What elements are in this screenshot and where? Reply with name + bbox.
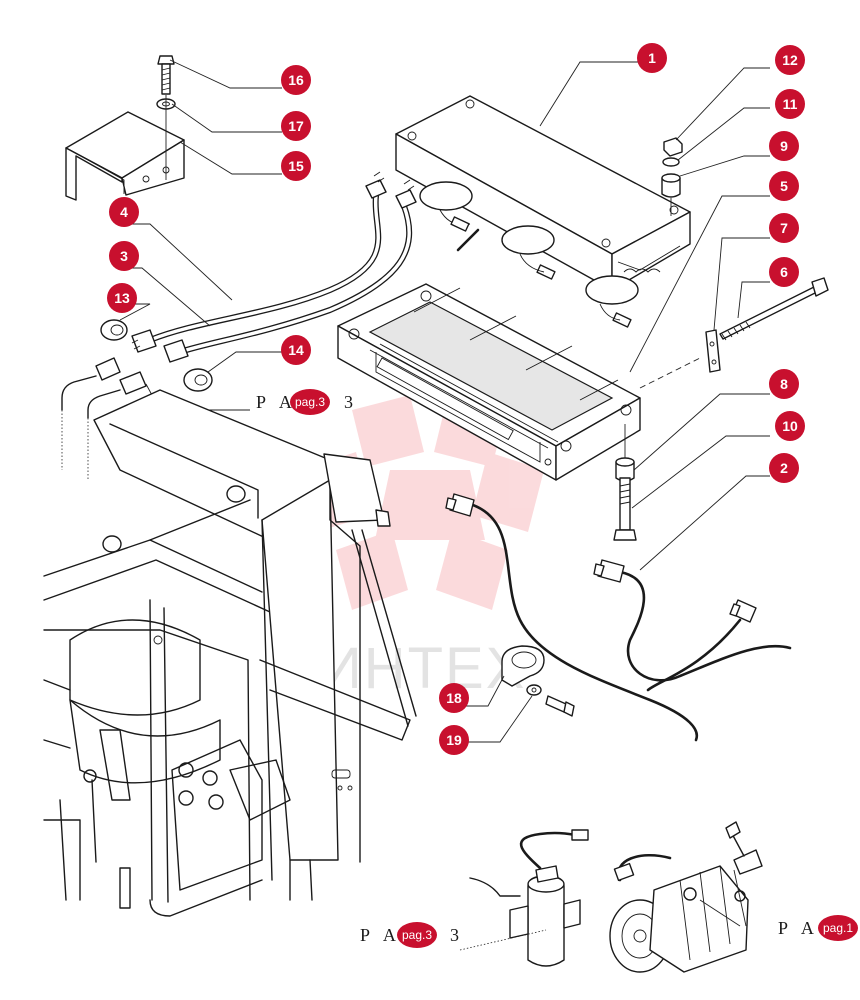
svg-text:pag.3: pag.3 [402,928,432,942]
hoses [131,171,417,363]
callout-badges: 1 2 3 4 5 6 7 8 9 10 11 12 13 14 15 16 1… [107,43,805,755]
clamp-assembly [501,645,575,717]
callout-17: 17 [281,111,311,141]
heater-unit [395,95,691,328]
spacer-and-bolt [613,424,637,541]
page-reference-2: P A pag.3 3 [360,922,464,948]
callout-13: 13 [107,283,137,313]
grommets [100,319,213,392]
svg-text:7: 7 [780,220,788,236]
callout-3: 3 [109,241,139,271]
callout-8: 8 [769,369,799,399]
svg-text:13: 13 [114,290,130,306]
callout-7: 7 [769,213,799,243]
long-bolt-and-clip [639,277,829,389]
svg-text:8: 8 [780,376,788,392]
svg-text:3: 3 [120,248,128,264]
svg-text:3: 3 [450,925,464,945]
watermark-text: ИНТЕХ [320,636,526,701]
wiring-harness [445,493,792,742]
fastener-stack-right [661,137,683,216]
callout-11: 11 [775,89,805,119]
svg-text:P A: P A [256,392,297,412]
svg-text:3: 3 [344,392,358,412]
svg-text:12: 12 [782,52,798,68]
callout-16: 16 [281,65,311,95]
svg-text:11: 11 [783,96,798,112]
svg-text:14: 14 [288,342,304,358]
svg-text:5: 5 [780,178,788,194]
svg-text:15: 15 [288,158,304,174]
callout-5: 5 [769,171,799,201]
leader-lines [118,59,770,743]
cab-structure [43,389,417,917]
svg-text:10: 10 [782,418,798,434]
svg-text:1: 1 [648,50,656,66]
callout-2: 2 [769,453,799,483]
page-reference-1: P A pag.3 3 [256,389,358,415]
svg-text:18: 18 [446,690,462,706]
callout-6: 6 [769,257,799,287]
svg-text:9: 9 [780,138,788,154]
callout-12: 12 [775,45,805,75]
svg-text:P A: P A [360,925,401,945]
svg-text:17: 17 [288,118,304,134]
mounting-frame [337,283,641,481]
callout-18: 18 [439,683,469,713]
svg-text:P A: P A [778,918,819,938]
page-reference-3: P A pag.1 [778,915,858,941]
callout-19: 19 [439,725,469,755]
svg-text:4: 4 [120,204,128,220]
svg-text:6: 6 [780,264,788,280]
receiver-drier [459,829,589,967]
callout-15: 15 [281,151,311,181]
svg-text:pag.3: pag.3 [295,395,325,409]
callout-10: 10 [775,411,805,441]
compressor [609,821,763,973]
svg-text:pag.1: pag.1 [823,921,853,935]
svg-text:16: 16 [288,72,304,88]
svg-text:2: 2 [780,460,788,476]
bracket-assembly [65,55,185,201]
callout-4: 4 [109,197,139,227]
callout-9: 9 [769,131,799,161]
callout-1: 1 [637,43,667,73]
callout-14: 14 [281,335,311,365]
svg-text:19: 19 [446,732,462,748]
